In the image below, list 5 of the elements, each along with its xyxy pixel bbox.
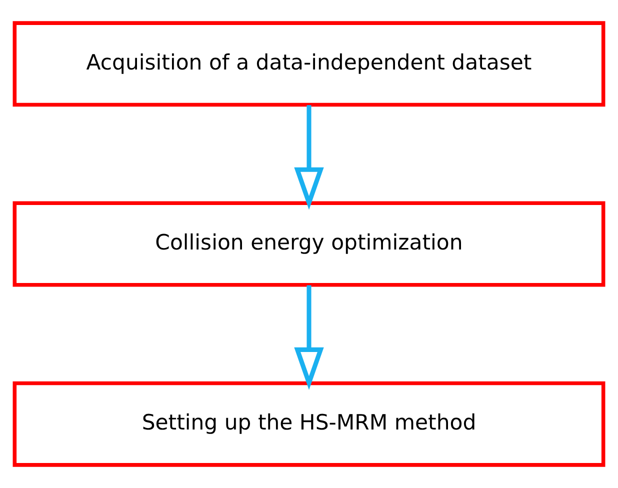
node-box: Collision energy optimization <box>12 201 606 287</box>
arrow <box>294 285 324 390</box>
arrow <box>294 105 324 210</box>
node-box: Acquisition of a data-independent dataset <box>12 21 606 107</box>
node-box: Setting up the HS-MRM method <box>12 381 606 467</box>
